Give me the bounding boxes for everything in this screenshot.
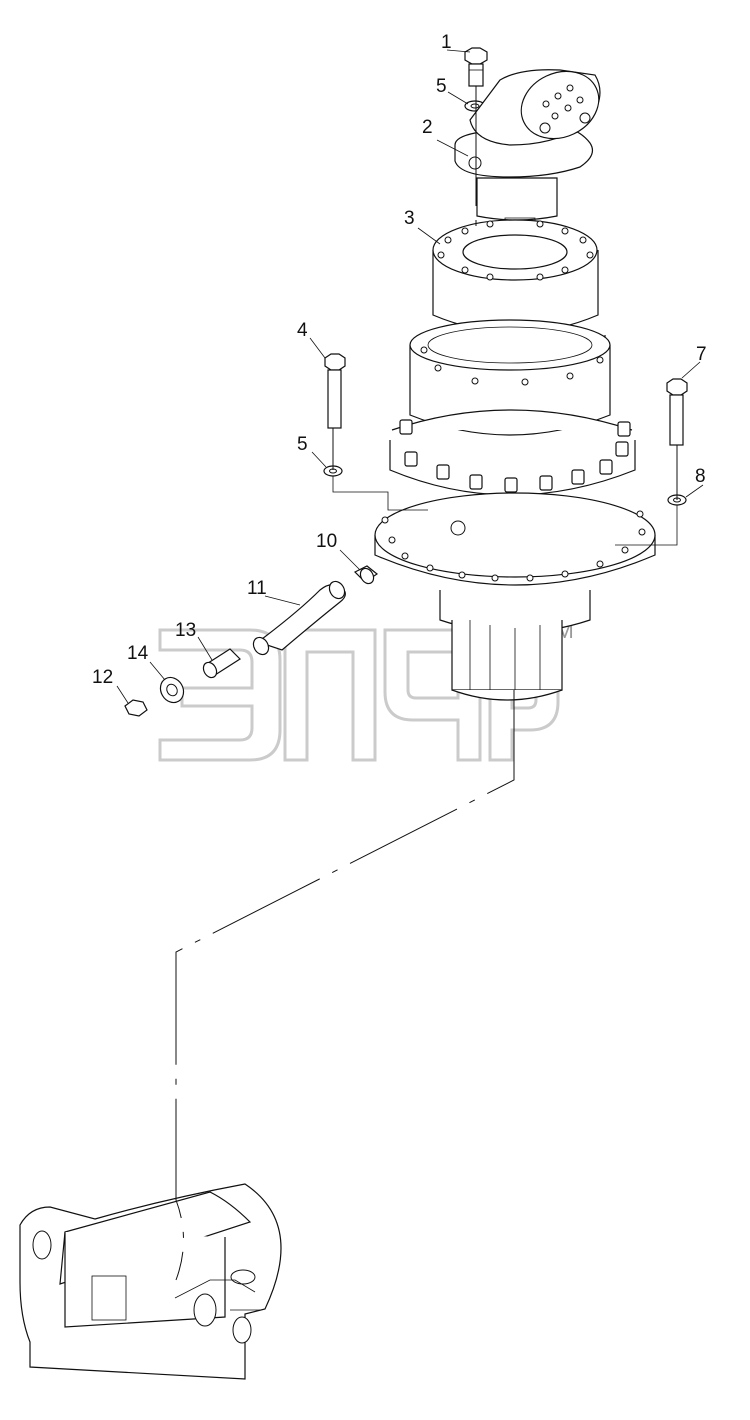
reducer-housing xyxy=(389,319,636,496)
mounting-bracket xyxy=(19,1183,282,1380)
label-part-2: 2 xyxy=(422,117,433,138)
part-number-labels: 1 2 3 4 5 5 7 8 10 11 12 13 14 xyxy=(92,32,707,688)
label-part-10: 10 xyxy=(316,531,337,552)
bolt-part-7 xyxy=(666,378,688,446)
nut-part-14 xyxy=(159,676,185,704)
bolt-part-1 xyxy=(464,47,488,87)
bolt-part-4 xyxy=(324,353,346,429)
label-part-5-top: 5 xyxy=(436,76,447,97)
label-part-5-left: 5 xyxy=(297,434,308,455)
label-part-14: 14 xyxy=(127,643,149,664)
label-part-3: 3 xyxy=(404,208,415,229)
hose-part-11 xyxy=(252,580,346,656)
mounting-flange xyxy=(374,492,656,586)
label-part-7: 7 xyxy=(696,344,707,365)
label-part-1: 1 xyxy=(441,32,452,53)
label-part-12: 12 xyxy=(92,667,113,688)
centerlines xyxy=(175,86,678,1281)
leader-lines xyxy=(116,49,704,704)
adapter-part-13 xyxy=(202,648,241,679)
pinion-gear xyxy=(439,590,591,701)
watermark-logo: TM xyxy=(158,618,574,762)
label-part-11: 11 xyxy=(247,578,267,599)
flange-part-3 xyxy=(432,219,599,334)
plug-part-12 xyxy=(124,699,148,717)
label-part-13: 13 xyxy=(175,620,196,641)
motor-part-2 xyxy=(454,69,601,229)
fitting-part-10 xyxy=(353,565,379,585)
label-part-4: 4 xyxy=(297,320,308,341)
label-part-8: 8 xyxy=(695,466,706,487)
